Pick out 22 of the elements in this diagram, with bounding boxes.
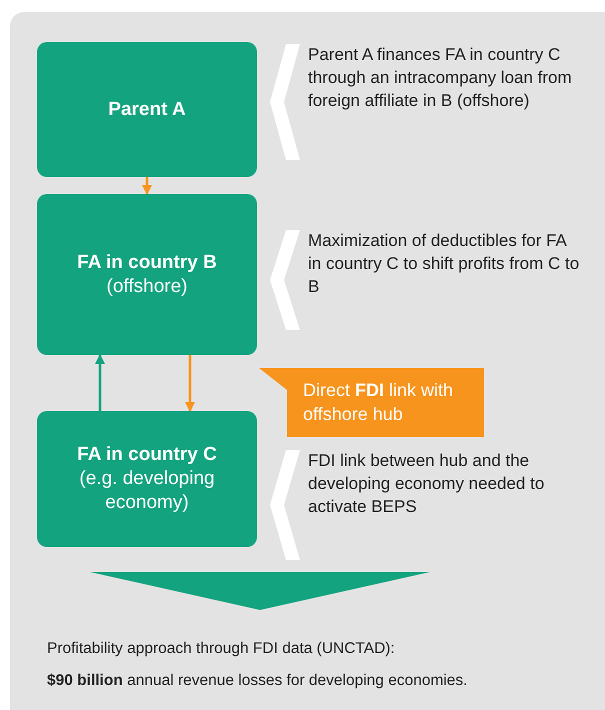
- summary-text: Profitability approach through FDI data (UNCTAD):: [47, 640, 396, 658]
- entity-name: FA in country C: [77, 443, 217, 468]
- arrow: [95, 354, 105, 411]
- summary-text: $90 billion annual revenue losses for developing economies.: [47, 672, 468, 690]
- arrow: [142, 177, 152, 195]
- explanation-text: FDI link between hub and the developing economy needed to activate BEPS: [308, 450, 546, 518]
- chevron-divider: [270, 450, 300, 560]
- entity-box: [37, 194, 257, 355]
- entity-name: FA in country B: [77, 250, 217, 274]
- entity-name: Parent A: [108, 98, 186, 122]
- entity-note: (offshore): [106, 274, 188, 298]
- arrow: [185, 355, 195, 412]
- down-chevron: [90, 572, 430, 610]
- entity-box: [37, 42, 257, 177]
- callout-text: Direct FDI link with offshore hub: [302, 379, 454, 426]
- chevron-divider: [270, 230, 300, 330]
- explanation-text: Parent A finances FA in country C through an intracompany loan from foreign affiliate in B (offshore): [308, 44, 573, 112]
- explanation-text: Maximization of deductibles for FA in country C to shift profits from C to B: [308, 230, 580, 298]
- chevron-divider: [270, 44, 300, 160]
- entity-note: (e.g. developing economy): [78, 467, 216, 515]
- entity-box: [37, 411, 257, 547]
- callout-box: [259, 368, 484, 437]
